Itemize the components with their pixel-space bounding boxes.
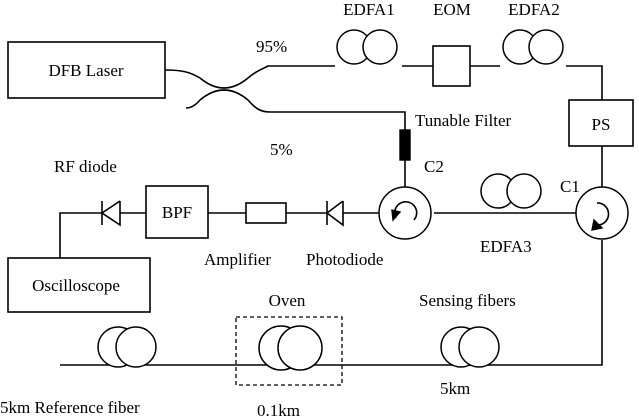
- reference-fiber-coil: [97, 326, 157, 368]
- laser-to-coupler-line: [164, 69, 201, 79]
- edfa3-label: EDFA3: [480, 237, 532, 256]
- bpf-box: [145, 185, 209, 239]
- photodiode-label: Photodiode: [306, 250, 383, 269]
- oven-length-label: 0.1km: [257, 401, 300, 420]
- sensing-loop-line: [60, 240, 603, 366]
- oven-fiber-coil: [258, 325, 323, 371]
- c1-label: C1: [560, 177, 580, 196]
- fiber-coupler: [199, 77, 249, 101]
- edfa1-label: EDFA1: [343, 0, 395, 19]
- edfa2-coil: [502, 29, 564, 65]
- oscilloscope-box: [7, 257, 151, 313]
- c2-circulator: [378, 186, 432, 240]
- oscilloscope-label: Oscilloscope: [32, 276, 120, 295]
- fiber-lines: [59, 65, 603, 366]
- oven-dashed-box: [235, 316, 343, 386]
- amplifier-label: Amplifier: [204, 250, 271, 269]
- coupler-5-arm: [247, 99, 406, 130]
- sensing-fibers-label: Sensing fibers: [419, 291, 516, 310]
- coupler-unused-port: [185, 99, 201, 109]
- split-5-label: 5%: [270, 140, 293, 159]
- eom-box: [432, 45, 471, 87]
- tunable-filter-block: [399, 129, 411, 161]
- tunable-filter-label: Tunable Filter: [415, 111, 512, 130]
- split-95-label: 95%: [256, 37, 287, 56]
- coupler-95-arm: [247, 65, 335, 79]
- edfa2-label: EDFA2: [508, 0, 560, 19]
- edfa2-to-ps-line: [566, 65, 603, 100]
- rf-diode-to-oscilloscope-line: [59, 212, 102, 258]
- bpf-label: BPF: [162, 203, 192, 222]
- dfb-laser-box: [7, 41, 166, 99]
- edfa1-coil: [336, 29, 398, 65]
- eom-label: EOM: [433, 0, 471, 19]
- c2-label: C2: [424, 157, 444, 176]
- sensing-fiber-coil: [440, 326, 500, 368]
- rf-diode-label: RF diode: [54, 157, 117, 176]
- edfa3-coil: [480, 173, 542, 209]
- photodiode-symbol: [325, 200, 344, 227]
- sensing-length-label: 5km: [440, 379, 470, 398]
- dfb-laser-label: DFB Laser: [48, 61, 123, 80]
- ps-label: PS: [592, 115, 611, 134]
- amplifier-box: [245, 202, 287, 224]
- reference-fiber-label: 5km Reference fiber: [0, 398, 140, 417]
- oven-label: Oven: [269, 291, 306, 310]
- rf-diode-symbol: [100, 200, 121, 227]
- ps-box: [568, 99, 634, 147]
- c1-circulator: [575, 186, 629, 240]
